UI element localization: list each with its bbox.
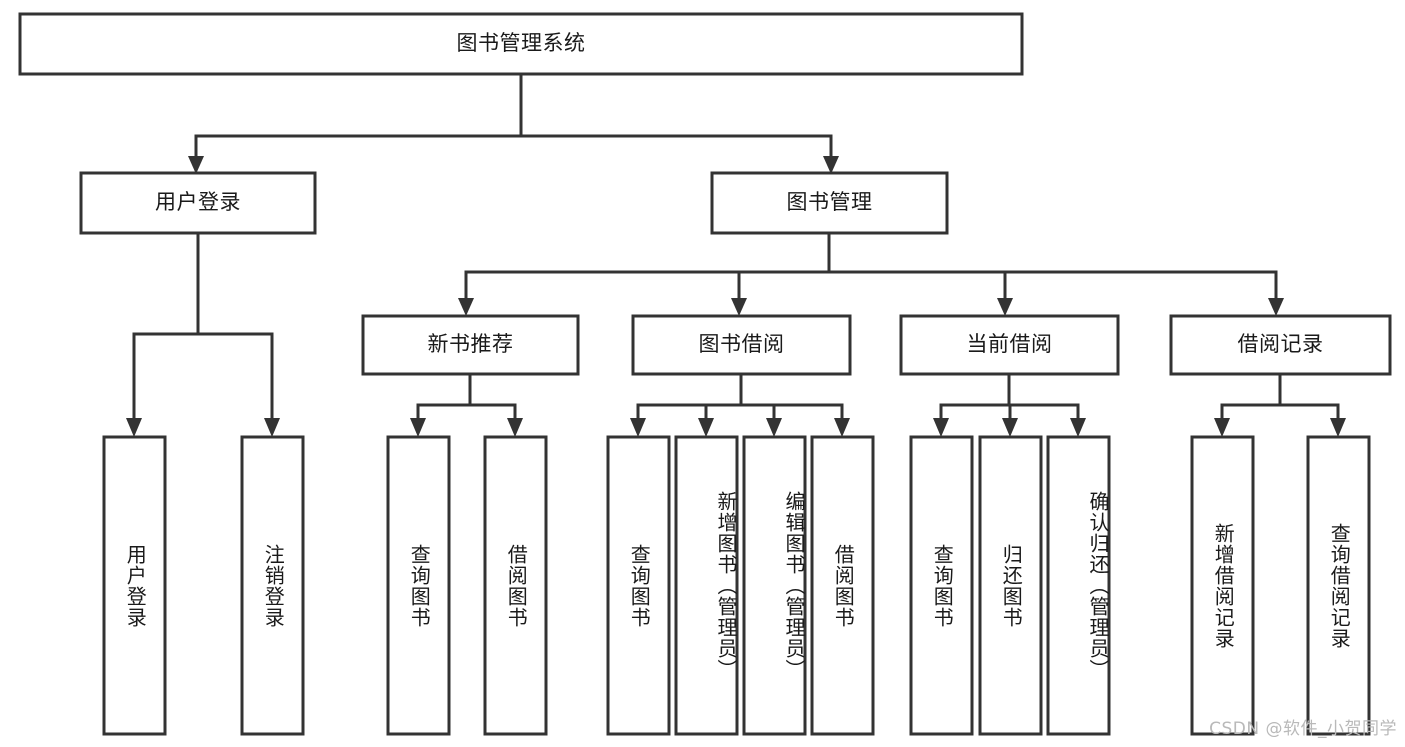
node-user-login[interactable] bbox=[79, 171, 317, 235]
arrow-to-leaf-add-record bbox=[1214, 418, 1230, 437]
node-leaf-user-login[interactable] bbox=[102, 435, 167, 736]
node-leaf-return-book[interactable] bbox=[978, 435, 1043, 736]
arrow-root-to-user-login bbox=[188, 156, 204, 174]
watermark-text: CSDN @软件_小贺同学 bbox=[1209, 719, 1397, 739]
node-book-manage[interactable] bbox=[710, 171, 949, 235]
node-leaf-borrow-book-2[interactable] bbox=[810, 435, 875, 736]
arrow-root-to-book-manage bbox=[823, 156, 839, 174]
arrow-to-book-borrow bbox=[731, 298, 747, 316]
arrow-to-leaf-query-book-1 bbox=[410, 418, 426, 437]
arrow-to-leaf-query-book-3 bbox=[933, 418, 949, 437]
arrow-to-borrow-record bbox=[1268, 298, 1284, 316]
node-book-borrow[interactable] bbox=[631, 314, 852, 376]
node-new-book-rec[interactable] bbox=[361, 314, 580, 376]
node-root[interactable] bbox=[18, 12, 1024, 76]
node-leaf-query-record[interactable] bbox=[1306, 435, 1371, 736]
node-borrow-record[interactable] bbox=[1169, 314, 1392, 376]
arrow-to-leaf-add-book bbox=[698, 418, 714, 437]
node-current-borrow[interactable] bbox=[899, 314, 1120, 376]
node-leaf-query-book-1[interactable] bbox=[386, 435, 451, 736]
arrow-to-new-book-rec bbox=[458, 298, 474, 316]
connector-group bbox=[126, 74, 1346, 437]
arrow-to-leaf-edit-book bbox=[766, 418, 782, 437]
arrow-to-leaf-user-login bbox=[126, 418, 142, 437]
node-leaf-confirm-return[interactable] bbox=[1046, 435, 1111, 736]
arrow-to-leaf-return-book bbox=[1002, 418, 1018, 437]
node-leaf-logout[interactable] bbox=[240, 435, 305, 736]
arrow-to-leaf-borrow-book-2 bbox=[834, 418, 850, 437]
node-leaf-add-record[interactable] bbox=[1190, 435, 1255, 736]
arrow-to-current-borrow bbox=[997, 298, 1013, 316]
node-box-group bbox=[18, 12, 1392, 736]
node-leaf-borrow-book-1[interactable] bbox=[483, 435, 548, 736]
arrow-to-leaf-query-record bbox=[1330, 418, 1346, 437]
arrow-to-leaf-borrow-book-1 bbox=[507, 418, 523, 437]
arrow-to-leaf-confirm-return bbox=[1070, 418, 1086, 437]
arrow-to-leaf-query-book-2 bbox=[630, 418, 646, 437]
node-leaf-add-book[interactable] bbox=[674, 435, 739, 736]
arrow-to-leaf-logout bbox=[264, 418, 280, 437]
node-leaf-edit-book[interactable] bbox=[742, 435, 807, 736]
node-leaf-query-book-3[interactable] bbox=[909, 435, 974, 736]
node-leaf-query-book-2[interactable] bbox=[606, 435, 671, 736]
